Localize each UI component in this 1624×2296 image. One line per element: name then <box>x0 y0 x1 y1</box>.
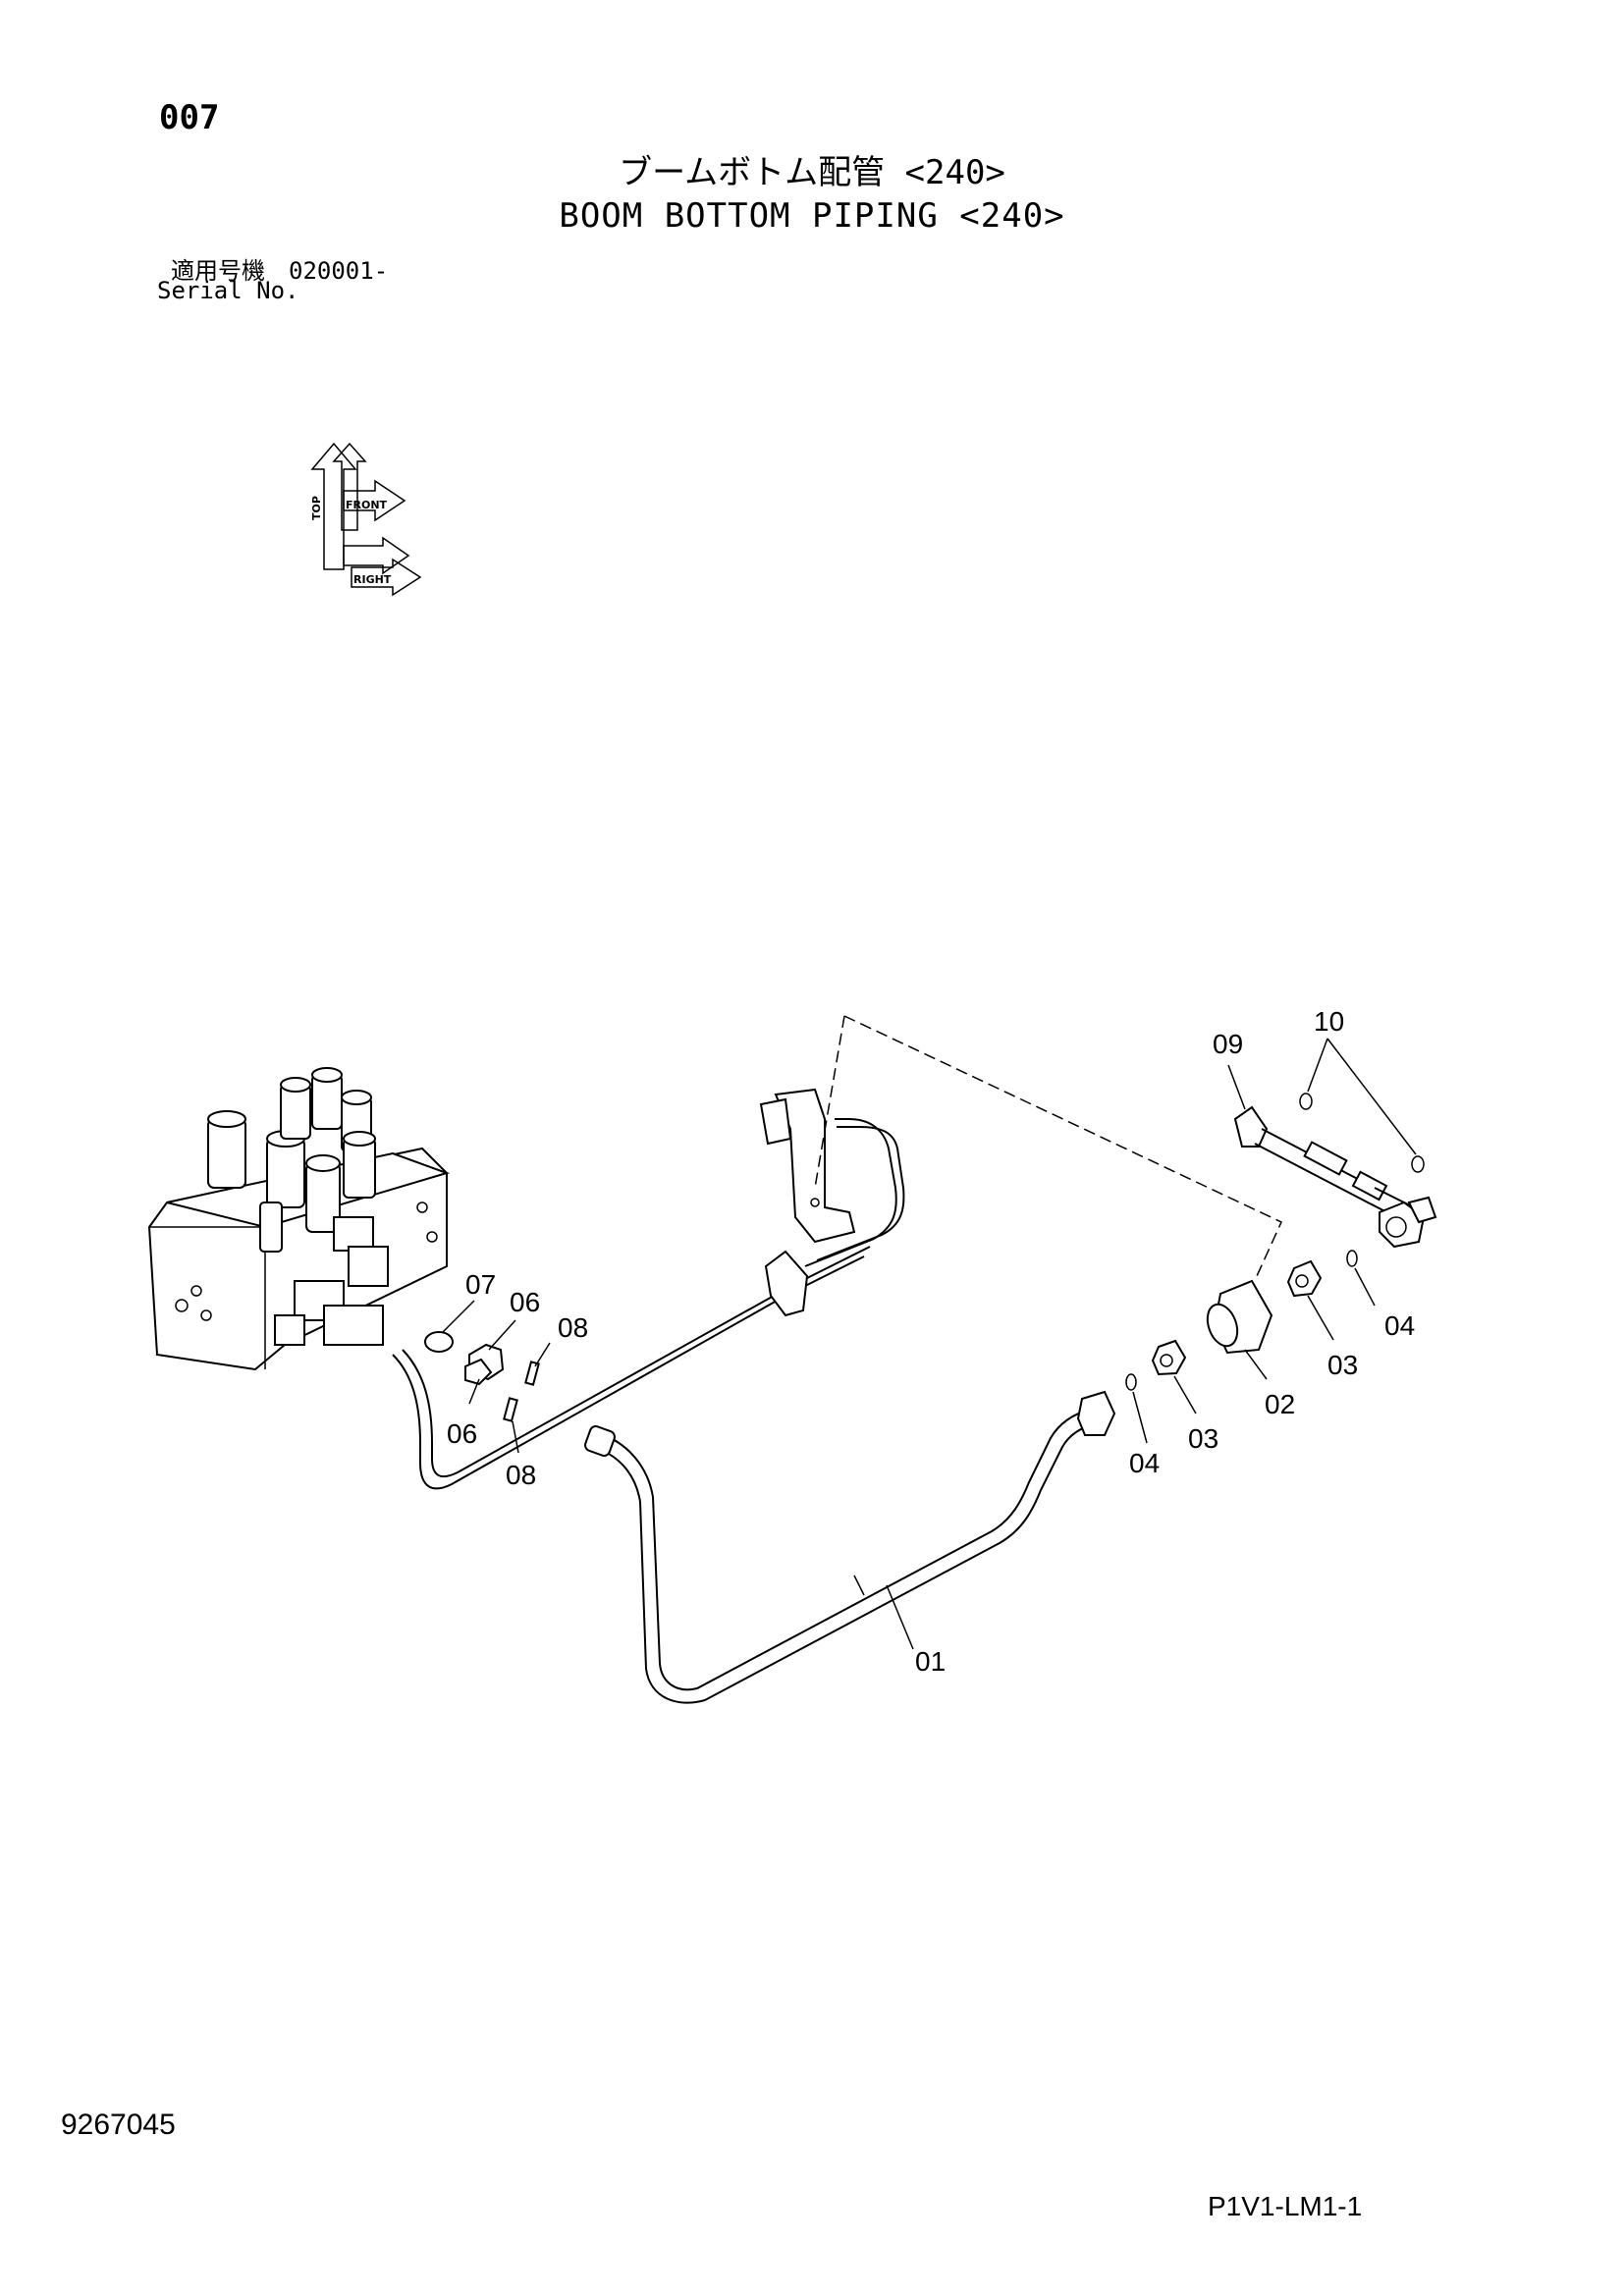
page-number: 007 <box>159 98 220 137</box>
callout-02: 02 <box>1265 1389 1295 1419</box>
callout-10: 10 <box>1314 1006 1344 1037</box>
callout-04a: 04 <box>1129 1448 1160 1478</box>
callout-03b: 03 <box>1327 1350 1358 1380</box>
callout-06b: 06 <box>447 1418 477 1449</box>
callout-09: 09 <box>1213 1029 1243 1059</box>
callout-08a: 08 <box>558 1312 588 1343</box>
orientation-compass-icon: TOP FRONT RIGHT <box>310 442 422 597</box>
upper-pipe-route <box>392 1088 905 1490</box>
serial-label-japanese: 適用号機 020001- <box>171 257 389 285</box>
callout-07: 07 <box>465 1269 496 1300</box>
fittings-chain <box>1125 1250 1358 1391</box>
sheet-code: P1V1-LM1-1 <box>1208 2191 1363 2221</box>
drawing-number: 9267045 <box>61 2109 176 2141</box>
serial-label-english: Serial No. <box>157 277 299 304</box>
callout-08b: 08 <box>506 1460 536 1490</box>
callout-01: 01 <box>915 1646 946 1677</box>
detail-leader-line-2 <box>843 1015 1282 1277</box>
compass-front-label: FRONT <box>346 499 388 511</box>
page-title-japanese: ブームボトム配管 <240> <box>619 153 1005 192</box>
boom-bottom-pipe <box>584 1390 1116 1704</box>
callout-03a: 03 <box>1188 1423 1218 1454</box>
compass-right-label: RIGHT <box>353 573 392 586</box>
callout-06a: 06 <box>510 1287 540 1317</box>
callout-04b: 04 <box>1384 1310 1415 1341</box>
compass-top-label: TOP <box>310 496 323 520</box>
hose-assembly-detail <box>1233 1093 1437 1249</box>
control-valve-block <box>147 1067 451 1371</box>
callout-leaders <box>441 1038 1417 1650</box>
clamp-and-bolts <box>424 1331 540 1422</box>
detail-leader-line <box>814 1015 845 1189</box>
page-title-english: BOOM BOTTOM PIPING <240> <box>559 196 1065 236</box>
